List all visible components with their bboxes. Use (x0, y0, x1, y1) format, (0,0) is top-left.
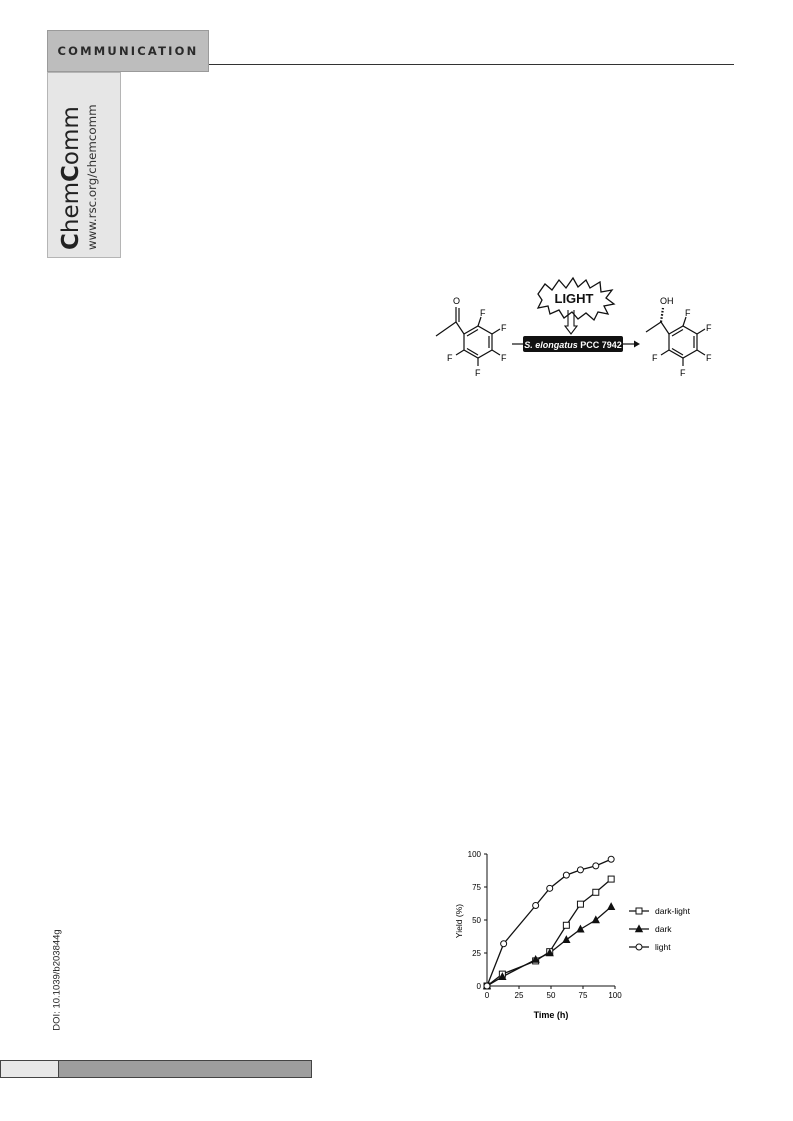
legend-label: dark-light (655, 906, 691, 916)
journal-name: ChemComm (58, 106, 84, 250)
journal-url: www.rsc.org/chemcomm (85, 104, 99, 250)
data-point-light (607, 855, 615, 863)
data-point-light (500, 940, 508, 948)
footer-bar-right (59, 1061, 311, 1077)
reaction-scheme: LIGHT S. elongatus PCC 7942 O F F F F F (435, 276, 712, 378)
footer-bar (0, 1060, 312, 1078)
arrow-head-icon (634, 340, 640, 348)
x-tick-label: 75 (579, 991, 588, 1000)
data-point-dark-light (607, 875, 615, 883)
doi-label: DOI: 10.1039/b203844g (51, 929, 63, 1031)
y-tick-label: 100 (468, 850, 482, 859)
product-atom-F: F (706, 323, 712, 333)
data-point-dark (498, 972, 507, 980)
substrate-atom-F: F (501, 353, 507, 363)
data-point-dark (531, 954, 540, 963)
x-tick-label: 100 (608, 991, 622, 1000)
legend-marker (635, 943, 643, 951)
substrate-atom-F: F (475, 368, 481, 378)
y-tick-label: 50 (472, 916, 481, 925)
data-point-dark-light (576, 900, 584, 908)
data-point-light (576, 866, 584, 874)
down-arrow-icon (563, 310, 579, 335)
light-label: LIGHT (555, 291, 594, 306)
legend-label: light (655, 942, 671, 952)
data-point-dark (576, 924, 585, 933)
data-point-light (562, 871, 570, 879)
data-point-light (546, 884, 554, 892)
header-rule (209, 64, 734, 65)
legend-marker (635, 907, 643, 915)
section-label: COMMUNICATION (47, 30, 209, 72)
product-atom-OH: OH (660, 296, 674, 306)
journal-brand: ChemComm www.rsc.org/chemcomm (58, 80, 109, 250)
substrate-atom-F: F (447, 353, 453, 363)
product-atom-F: F (680, 368, 686, 378)
data-point-light (532, 901, 540, 909)
x-tick-label: 25 (515, 991, 524, 1000)
product-atom-F: F (652, 353, 658, 363)
catalyst-box (523, 336, 623, 352)
data-point-dark (562, 935, 571, 943)
y-tick-label: 0 (477, 982, 482, 991)
substrate-atom-F: F (501, 323, 507, 333)
x-axis-label: Time (h) (534, 1010, 569, 1020)
legend-marker (634, 924, 644, 933)
data-point-dark (591, 915, 600, 924)
x-tick-label: 50 (547, 991, 556, 1000)
data-point-dark (545, 948, 554, 957)
product-atom-F: F (685, 308, 691, 318)
data-point-dark-light (592, 888, 600, 896)
product-atom-F: F (706, 353, 712, 363)
footer-bar-left (1, 1061, 59, 1077)
data-point-dark (606, 902, 616, 910)
substrate-atom-F: F (480, 308, 486, 318)
substrate-atom-O: O (453, 296, 460, 306)
catalyst-label: S. elongatus PCC 7942 (524, 340, 622, 350)
light-burst-icon (536, 276, 616, 322)
data-point-dark-light (562, 921, 570, 929)
data-point-light (483, 982, 491, 990)
data-point-light (592, 862, 600, 870)
substrate-structure (435, 307, 501, 366)
y-axis-label: Yield (%) (454, 904, 464, 938)
y-tick-label: 75 (472, 883, 481, 892)
legend-label: dark (655, 924, 672, 934)
x-tick-label: 0 (485, 991, 490, 1000)
product-structure (645, 307, 706, 366)
y-tick-label: 25 (472, 949, 481, 958)
journal-brand-panel (47, 72, 121, 258)
